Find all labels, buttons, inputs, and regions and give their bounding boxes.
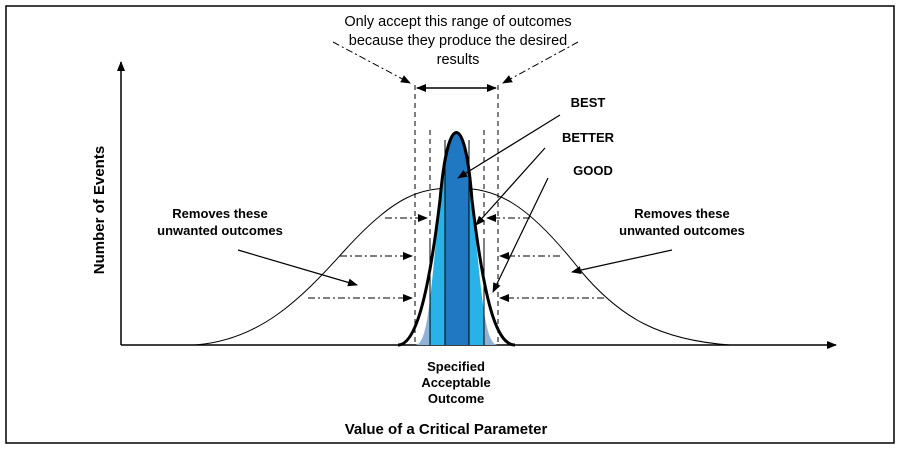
good-pointer (492, 177, 549, 293)
top-note-line3: results (437, 52, 480, 68)
better-band-right (469, 132, 484, 345)
spec-label-line1: Specified (427, 359, 485, 374)
right-note-line1: Removes these (634, 206, 729, 221)
narrow-distribution-curve (397, 131, 516, 347)
best-label: BEST (571, 95, 606, 110)
better-pointer (475, 147, 546, 226)
good-label: GOOD (573, 163, 613, 178)
x-axis-label: Value of a Critical Parameter (345, 421, 548, 438)
spec-label-line3: Outcome (428, 391, 484, 406)
left-note-line1: Removes these (172, 206, 267, 221)
best-pointer (457, 114, 561, 179)
right-note-pointer (571, 249, 673, 274)
left-removal-arrows (308, 214, 428, 302)
top-pointer-right (502, 41, 579, 84)
right-removal-arrows (486, 214, 604, 302)
left-note-pointer (237, 249, 358, 287)
best-band (445, 132, 469, 345)
frame-border (5, 5, 895, 444)
right-note-line2: unwanted outcomes (619, 223, 745, 238)
top-note-line1: Only accept this range of outcomes (344, 14, 571, 30)
better-label: BETTER (562, 130, 615, 145)
left-note-line2: unwanted outcomes (157, 223, 283, 238)
spec-label-line2: Acceptable (421, 375, 490, 390)
y-axis-label: Number of Events (91, 146, 108, 274)
acceptable-bands (415, 132, 498, 345)
top-note-line2: because they produce the desired (349, 33, 567, 49)
